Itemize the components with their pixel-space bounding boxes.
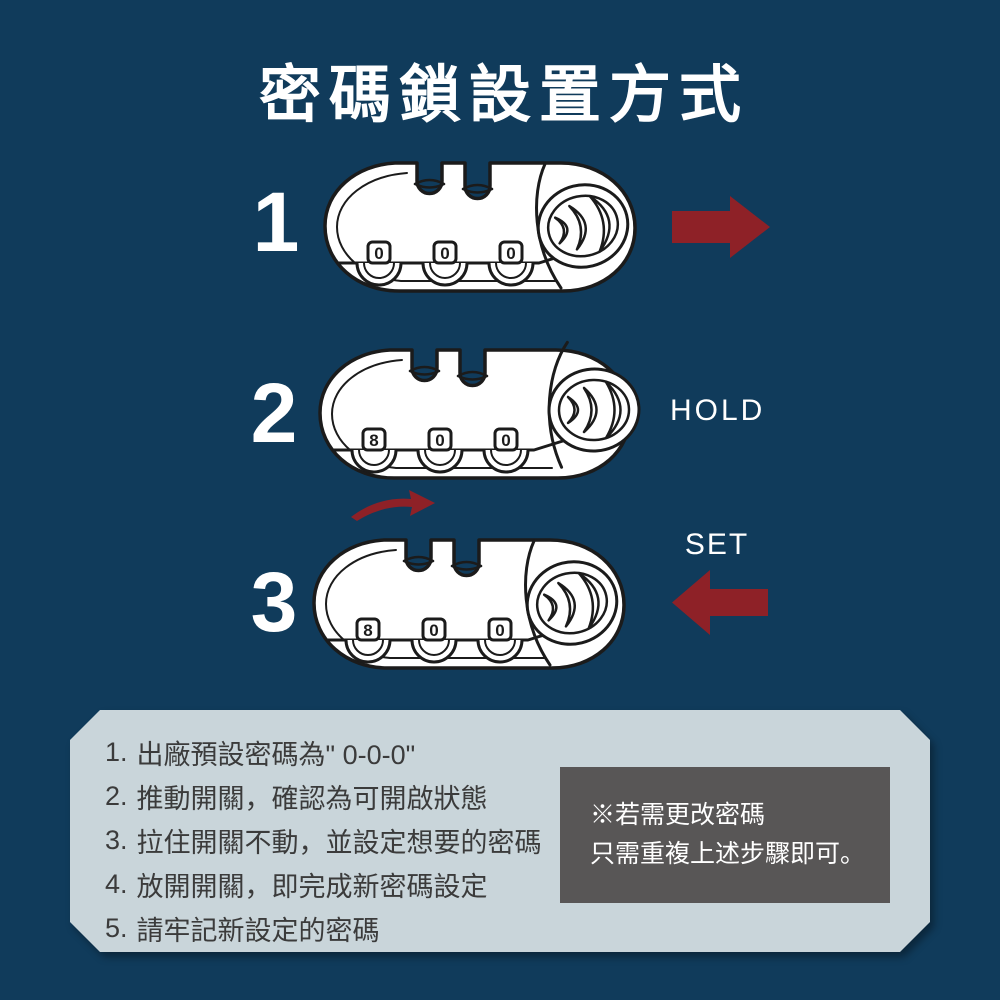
combination-lock-illustration-step-2: 8 0 0 xyxy=(318,340,641,480)
chevron-texture-icon xyxy=(553,195,611,253)
instructions-list: 1. 出廠預設密碼為" 0-0-0" 2. 推動開關，確認為可開啟狀態 3. 拉… xyxy=(105,730,542,950)
dial-digit-2: 0 xyxy=(440,244,449,263)
note-line-2: 只需重複上述步驟即可。 xyxy=(590,840,866,868)
dial-digit-3: 0 xyxy=(501,431,510,450)
chevron-texture-icon xyxy=(542,572,600,630)
dial-wheels: 8 0 0 xyxy=(344,617,524,664)
dial-digit-1: 8 xyxy=(369,431,378,450)
instructions-panel-background: 1. 出廠預設密碼為" 0-0-0" 2. 推動開關，確認為可開啟狀態 3. 拉… xyxy=(70,710,930,952)
instruction-number: 2. xyxy=(105,780,128,811)
instruction-item-2: 2. 推動開關，確認為可開啟狀態 xyxy=(105,774,542,818)
dial-wheels: 8 0 0 xyxy=(350,427,530,474)
dial-digit-3: 0 xyxy=(506,244,515,263)
change-password-note: ※若需更改密碼 只需重複上述步驟即可。 xyxy=(560,767,890,903)
page-title: 密碼鎖設置方式 xyxy=(258,61,749,130)
combination-lock-illustration-step-3: 8 0 0 xyxy=(312,538,626,670)
instruction-text: 拉住開關不動，並設定想要的密碼 xyxy=(136,827,542,858)
right-arrow-icon xyxy=(672,196,770,258)
combination-lock-illustration-step-1: 0 0 0 xyxy=(323,161,637,293)
thumb-grip xyxy=(535,162,630,290)
note-line-1: ※若需更改密碼 xyxy=(590,801,766,829)
instructions-panel: 1. 出廠預設密碼為" 0-0-0" 2. 推動開關，確認為可開啟狀態 3. 拉… xyxy=(70,710,930,952)
left-arrow-icon xyxy=(672,570,768,635)
instruction-text: 請牢記新設定的密碼 xyxy=(136,915,380,946)
dial-wheels: 0 0 0 xyxy=(355,240,535,287)
instruction-item-5: 5. 請牢記新設定的密碼 xyxy=(105,906,542,950)
step-3-number: 3 xyxy=(250,555,298,649)
step-1-number: 1 xyxy=(252,175,300,269)
set-label: SET xyxy=(684,528,750,561)
dial-digit-1: 0 xyxy=(374,244,383,263)
instruction-number: 1. xyxy=(105,736,128,767)
chevron-texture-icon xyxy=(566,380,622,440)
step-2-number: 2 xyxy=(250,366,298,460)
instruction-number: 5. xyxy=(105,912,128,943)
dial-digit-3: 0 xyxy=(495,621,504,640)
dial-digit-2: 0 xyxy=(435,431,444,450)
instruction-item-4: 4. 放開開關，即完成新密碼設定 xyxy=(105,862,542,906)
dial-digit-1: 8 xyxy=(363,621,372,640)
thumb-grip xyxy=(524,539,619,667)
instruction-text: 出廠預設密碼為" 0-0-0" xyxy=(136,739,416,770)
thumb-grip-pulled xyxy=(547,340,641,469)
dial-digit-2: 0 xyxy=(429,621,438,640)
instruction-number: 4. xyxy=(105,868,128,899)
instruction-number: 3. xyxy=(105,824,128,855)
curved-arrow-icon xyxy=(351,490,435,521)
instruction-text: 放開開關，即完成新密碼設定 xyxy=(136,871,488,902)
instruction-item-3: 3. 拉住開關不動，並設定想要的密碼 xyxy=(105,818,542,862)
hold-label: HOLD xyxy=(670,394,766,427)
instruction-item-1: 1. 出廠預設密碼為" 0-0-0" xyxy=(105,730,542,774)
instruction-text: 推動開關，確認為可開啟狀態 xyxy=(136,783,488,814)
